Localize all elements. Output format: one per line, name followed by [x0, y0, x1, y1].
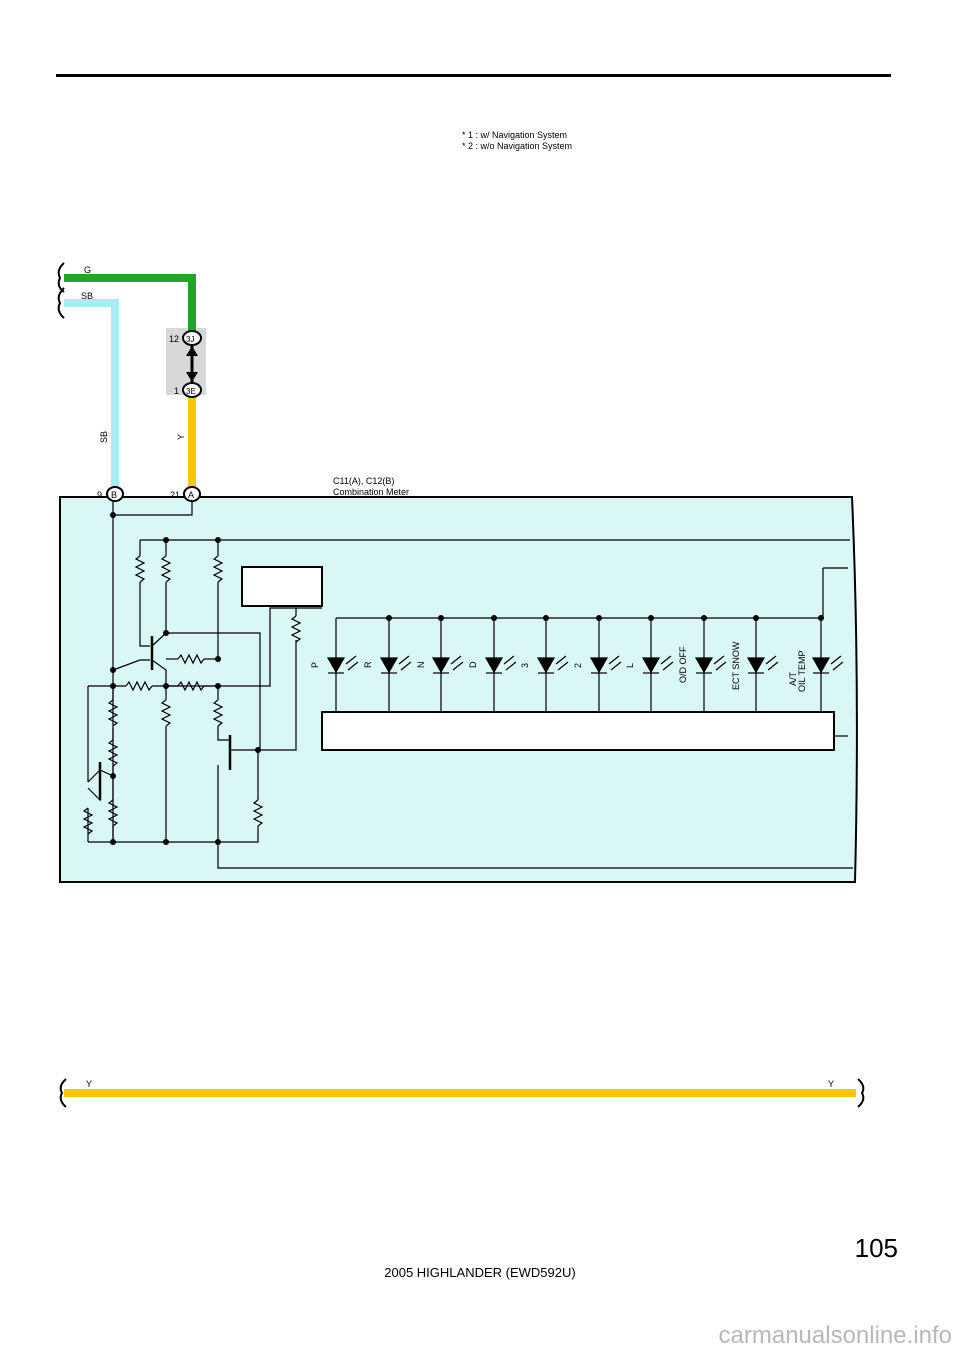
note-no-navigation: * 2 : w/o Navigation System — [462, 141, 573, 151]
indicator-label: A/T — [788, 671, 798, 686]
junction-connectors — [182, 330, 202, 398]
wire-label-sb-side: SB — [99, 431, 109, 443]
watermark: carmanualsonline.info — [718, 1322, 952, 1349]
led-od-off — [694, 655, 727, 674]
connector-b-code: B — [111, 490, 117, 500]
wire-label-y-side: Y — [176, 434, 186, 440]
component-id: C11(A), C12(B) — [333, 476, 394, 486]
indicator-label: ECT SNOW — [731, 641, 741, 690]
indicator-label: R — [363, 661, 373, 668]
junction-code-top: 3J — [186, 335, 194, 344]
connector-b-pin: 9 — [97, 490, 102, 500]
note-navigation: * 1 : w/ Navigation System — [462, 130, 568, 140]
wire-label-y-bottom-left: Y — [86, 1079, 92, 1089]
page-number: 105 — [854, 1233, 898, 1263]
connector-b — [106, 486, 124, 502]
led-p — [326, 655, 359, 674]
led-r — [379, 655, 412, 674]
indicator-label: N — [416, 662, 426, 669]
led-ect-snow — [746, 655, 779, 674]
led-d — [484, 655, 517, 674]
indicator-label: D — [468, 661, 478, 668]
wire-label-g: G — [84, 265, 91, 275]
connector-a-code: A — [188, 490, 194, 500]
indicator-label: P — [310, 662, 320, 668]
junction-dots — [110, 512, 824, 845]
page-footer: 2005 HIGHLANDER (EWD592U) — [384, 1265, 576, 1280]
led-3 — [536, 655, 569, 674]
wire-label-y-bottom-right: Y — [828, 1079, 834, 1089]
junction-code-bottom: 3E — [186, 387, 196, 396]
junction-pin-bottom: 1 — [174, 386, 179, 396]
led-l — [641, 655, 674, 674]
junction-pin-top: 12 — [169, 334, 179, 344]
indicator-label: O/D OFF — [678, 646, 688, 683]
ic-block-upper — [241, 566, 323, 607]
component-name: Combination Meter — [333, 487, 409, 497]
indicator-label: 2 — [573, 663, 583, 668]
led-2 — [589, 655, 622, 674]
transistors — [98, 636, 232, 800]
wire-green — [64, 274, 196, 338]
wire-label-sb-top: SB — [81, 291, 93, 301]
indicator-label: L — [625, 663, 635, 668]
indicator-label: 3 — [520, 663, 530, 668]
indicator-label: OIL TEMP — [797, 650, 807, 692]
connector-a-pin: 21 — [170, 490, 180, 500]
led-at-oil-temp — [811, 655, 844, 674]
resistors — [82, 555, 302, 835]
led-indicators — [326, 655, 844, 674]
wire-sb — [64, 299, 119, 493]
led-n — [431, 655, 464, 674]
wire-break-braces — [57, 262, 865, 1108]
ic-block-driver — [321, 711, 835, 751]
top-rule — [56, 74, 891, 77]
